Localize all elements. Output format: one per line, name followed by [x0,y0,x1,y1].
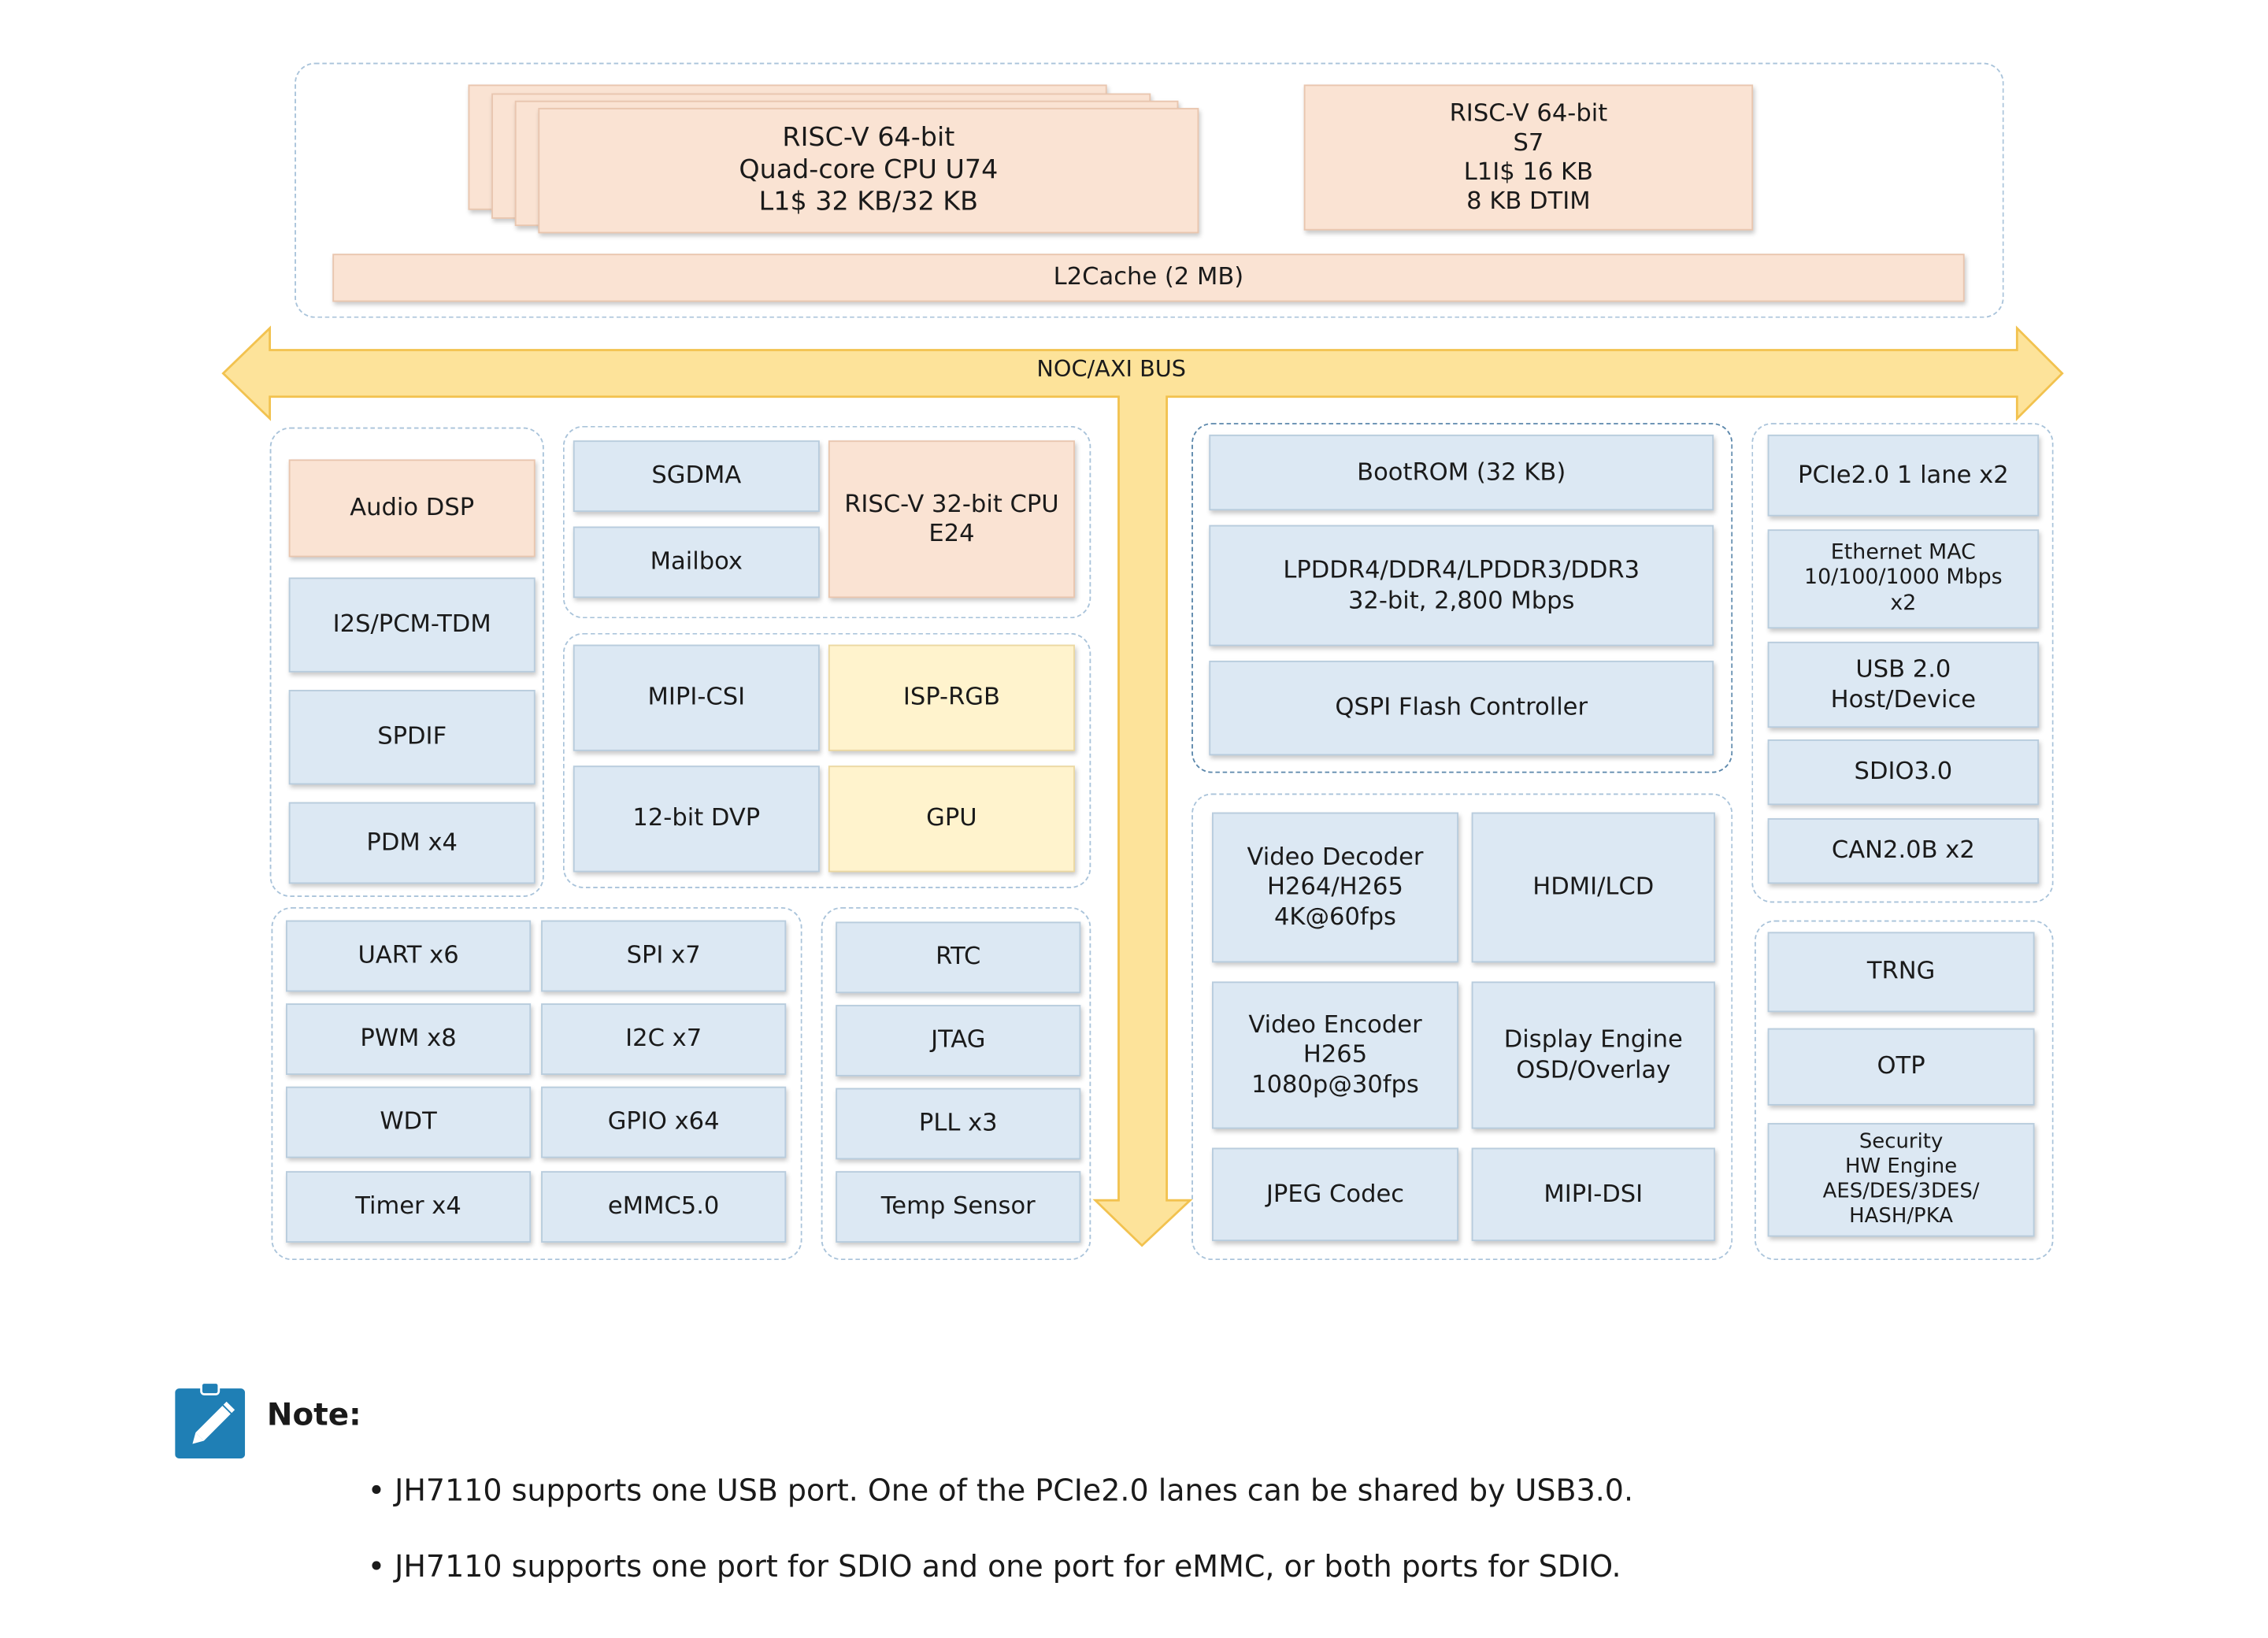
spi-block: SPI x7 [541,920,787,992]
gpu-block: GPU [828,765,1075,873]
i2c-block: I2C x7 [541,1003,787,1075]
gpio-block: GPIO x64 [541,1086,787,1158]
isp-rgb-block: ISP-RGB [828,644,1075,751]
bus-label: NOC/AXI BUS [1036,355,1187,383]
audio-group [269,427,544,897]
temp-sensor-block: Temp Sensor [836,1171,1081,1243]
mipi-csi-block: MIPI-CSI [573,644,820,751]
security-group [1754,920,2054,1261]
i2s-pcm-tdm-block: I2S/PCM-TDM [288,577,536,673]
jpeg-codec-block: JPEG Codec [1212,1147,1458,1242]
pll-block: PLL x3 [836,1088,1081,1160]
video-display-group [1191,793,1733,1261]
video-encoder-block: Video Encoder H265 1080p@30fps [1212,981,1458,1129]
note-bullet-2: • JH7110 supports one port for SDIO and … [367,1548,1621,1584]
cpu-subsystem-group [295,62,2004,318]
bootrom-block: BootROM (32 KB) [1209,434,1714,511]
note-bullet-1: • JH7110 supports one USB port. One of t… [367,1473,1634,1508]
pwm-block: PWM x8 [285,1003,532,1075]
display-engine-block: Display Engine OSD/Overlay [1471,981,1715,1129]
system-control-group [821,906,1091,1261]
bus-shape [221,325,2064,1247]
spdif-block: SPDIF [288,689,536,785]
otp-block: OTP [1767,1028,2035,1106]
hdmi-lcd-block: HDMI/LCD [1471,812,1715,963]
video-decoder-block: Video Decoder H264/H265 4K@60fps [1212,812,1458,963]
trng-block: TRNG [1767,932,2035,1013]
high-speed-io-group [1751,423,2054,903]
audio-dsp-block: Audio DSP [288,459,536,558]
note-title: Note: [266,1397,361,1432]
e24-cpu-block: RISC-V 32-bit CPU E24 [828,440,1075,598]
note-pencil-icon [175,1382,246,1458]
sdio-block: SDIO3.0 [1767,739,2040,806]
jtag-block: JTAG [836,1005,1081,1077]
timer-block: Timer x4 [285,1171,532,1243]
uart-block: UART x6 [285,920,532,992]
dma-e24-group [562,425,1091,619]
sgdma-block: SGDMA [573,440,820,513]
mailbox-block: Mailbox [573,526,820,598]
wdt-block: WDT [285,1086,532,1158]
usb-block: USB 2.0 Host/Device [1767,641,2040,728]
pcie-block: PCIe2.0 1 lane x2 [1767,434,2040,517]
lpddr-block: LPDDR4/DDR4/LPDDR3/DDR3 32-bit, 2,800 Mb… [1209,524,1714,647]
qspi-block: QSPI Flash Controller [1209,660,1714,756]
camera-gpu-group [562,632,1091,888]
l2cache-block: L2Cache (2 MB) [332,254,1965,302]
ethernet-mac-block: Ethernet MAC 10/100/1000 Mbps x2 [1767,529,2040,629]
rtc-block: RTC [836,921,1081,994]
emmc-block: eMMC5.0 [541,1171,787,1243]
can-block: CAN2.0B x2 [1767,817,2040,884]
dvp-block: 12-bit DVP [573,765,820,873]
memory-group [1191,423,1733,773]
security-engine-block: Security HW Engine AES/DES/3DES/ HASH/PK… [1767,1123,2035,1237]
mipi-dsi-block: MIPI-DSI [1471,1147,1715,1242]
pdm-block: PDM x4 [288,802,536,884]
noc-axi-bus-arrow [221,325,2064,1247]
s7-cpu-block: RISC-V 64-bit S7 L1I$ 16 KB 8 KB DTIM [1303,84,1754,231]
peripheral-group [271,906,802,1261]
u74-cpu-block: RISC-V 64-bit Quad-core CPU U74 L1$ 32 K… [538,108,1199,234]
